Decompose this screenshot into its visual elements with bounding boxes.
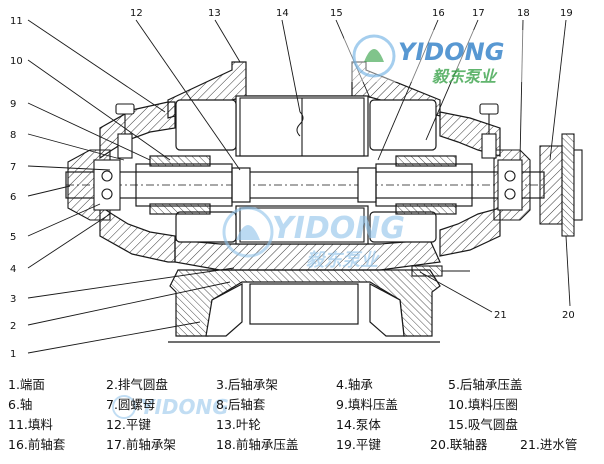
callout-16: 16	[432, 8, 445, 19]
callout-11: 11	[10, 16, 23, 27]
legend-item: 19.平键	[336, 437, 381, 452]
callout-8: 8	[10, 130, 16, 141]
pump-cross-section-drawing: 1 2 3 4 5 6 7 8 9 10 11 12 13 14 15 16 1…	[10, 8, 583, 360]
legend-item: 5.后轴承压盖	[448, 377, 523, 392]
pump-body	[99, 61, 501, 343]
watermark-brand-en: YIDONG	[398, 38, 504, 66]
leader-lines	[27, 19, 571, 354]
callout-4: 4	[10, 264, 16, 275]
watermark-center: YIDONG 毅东泵业	[222, 206, 405, 271]
legend-item: 13.叶轮	[216, 417, 261, 432]
legend-item: 16.前轴套	[8, 437, 66, 452]
left-bearing-assembly	[67, 103, 135, 221]
legend-item: 20.联轴器	[430, 437, 488, 452]
legend-item: 11.填料	[8, 417, 53, 432]
legend-item: 7.圆螺母	[106, 397, 156, 412]
callout-3: 3	[10, 294, 16, 305]
callout-9: 9	[10, 99, 16, 110]
callout-10: 10	[10, 56, 23, 67]
legend-item: 17.前轴承架	[106, 437, 176, 452]
callout-5: 5	[10, 232, 16, 243]
callout-6: 6	[10, 192, 16, 203]
watermark-brand-en: YIDONG	[272, 211, 405, 246]
legend-item: 14.泵体	[336, 417, 381, 432]
callout-20: 20	[562, 310, 575, 321]
legend-item: 6.轴	[8, 397, 33, 412]
legend-item: 10.填料压圈	[448, 397, 518, 412]
impeller	[239, 97, 365, 243]
callout-2: 2	[10, 321, 16, 332]
callout-7: 7	[10, 162, 16, 173]
callout-17: 17	[472, 8, 485, 19]
legend-item: 8.后轴套	[216, 397, 266, 412]
right-bearing-assembly	[479, 103, 531, 221]
callout-14: 14	[276, 8, 289, 19]
legend-item: 1.端面	[8, 377, 45, 392]
callout-1: 1	[10, 349, 16, 360]
water-inlet-pipe	[411, 265, 470, 277]
legend-item: 9.填料压盖	[336, 397, 398, 412]
watermark-brand-cn: 毅东泵业	[432, 67, 498, 86]
legend-item: 15.吸气圆盘	[448, 417, 518, 432]
callout-labels: 1 2 3 4 5 6 7 8 9 10 11 12 13 14 15 16 1…	[10, 8, 575, 360]
callout-13: 13	[208, 8, 221, 19]
yidong-logo-icon	[352, 34, 396, 78]
watermark-top: YIDONG 毅东泵业	[344, 30, 544, 86]
callout-18: 18	[517, 8, 530, 19]
legend-item: 21.进水管	[520, 437, 578, 452]
yidong-logo-icon	[222, 206, 274, 258]
legend-item: 2.排气圆盘	[106, 377, 168, 392]
legend-item: 12.平键	[106, 417, 151, 432]
legend-item: 18.前轴承压盖	[216, 437, 299, 452]
legend-item: 4.轴承	[336, 377, 373, 392]
legend-item: 3.后轴承架	[216, 377, 278, 392]
watermark-brand-cn: 毅东泵业	[306, 250, 380, 271]
callout-15: 15	[330, 8, 343, 19]
callout-12: 12	[130, 8, 143, 19]
callout-19: 19	[560, 8, 573, 19]
shaft	[65, 155, 545, 215]
coupling	[539, 133, 583, 237]
callout-21: 21	[494, 310, 507, 321]
parts-legend: 1.端面 2.排气圆盘 3.后轴承架 4.轴承 5.后轴承压盖 6.轴 7.圆螺…	[0, 374, 604, 462]
